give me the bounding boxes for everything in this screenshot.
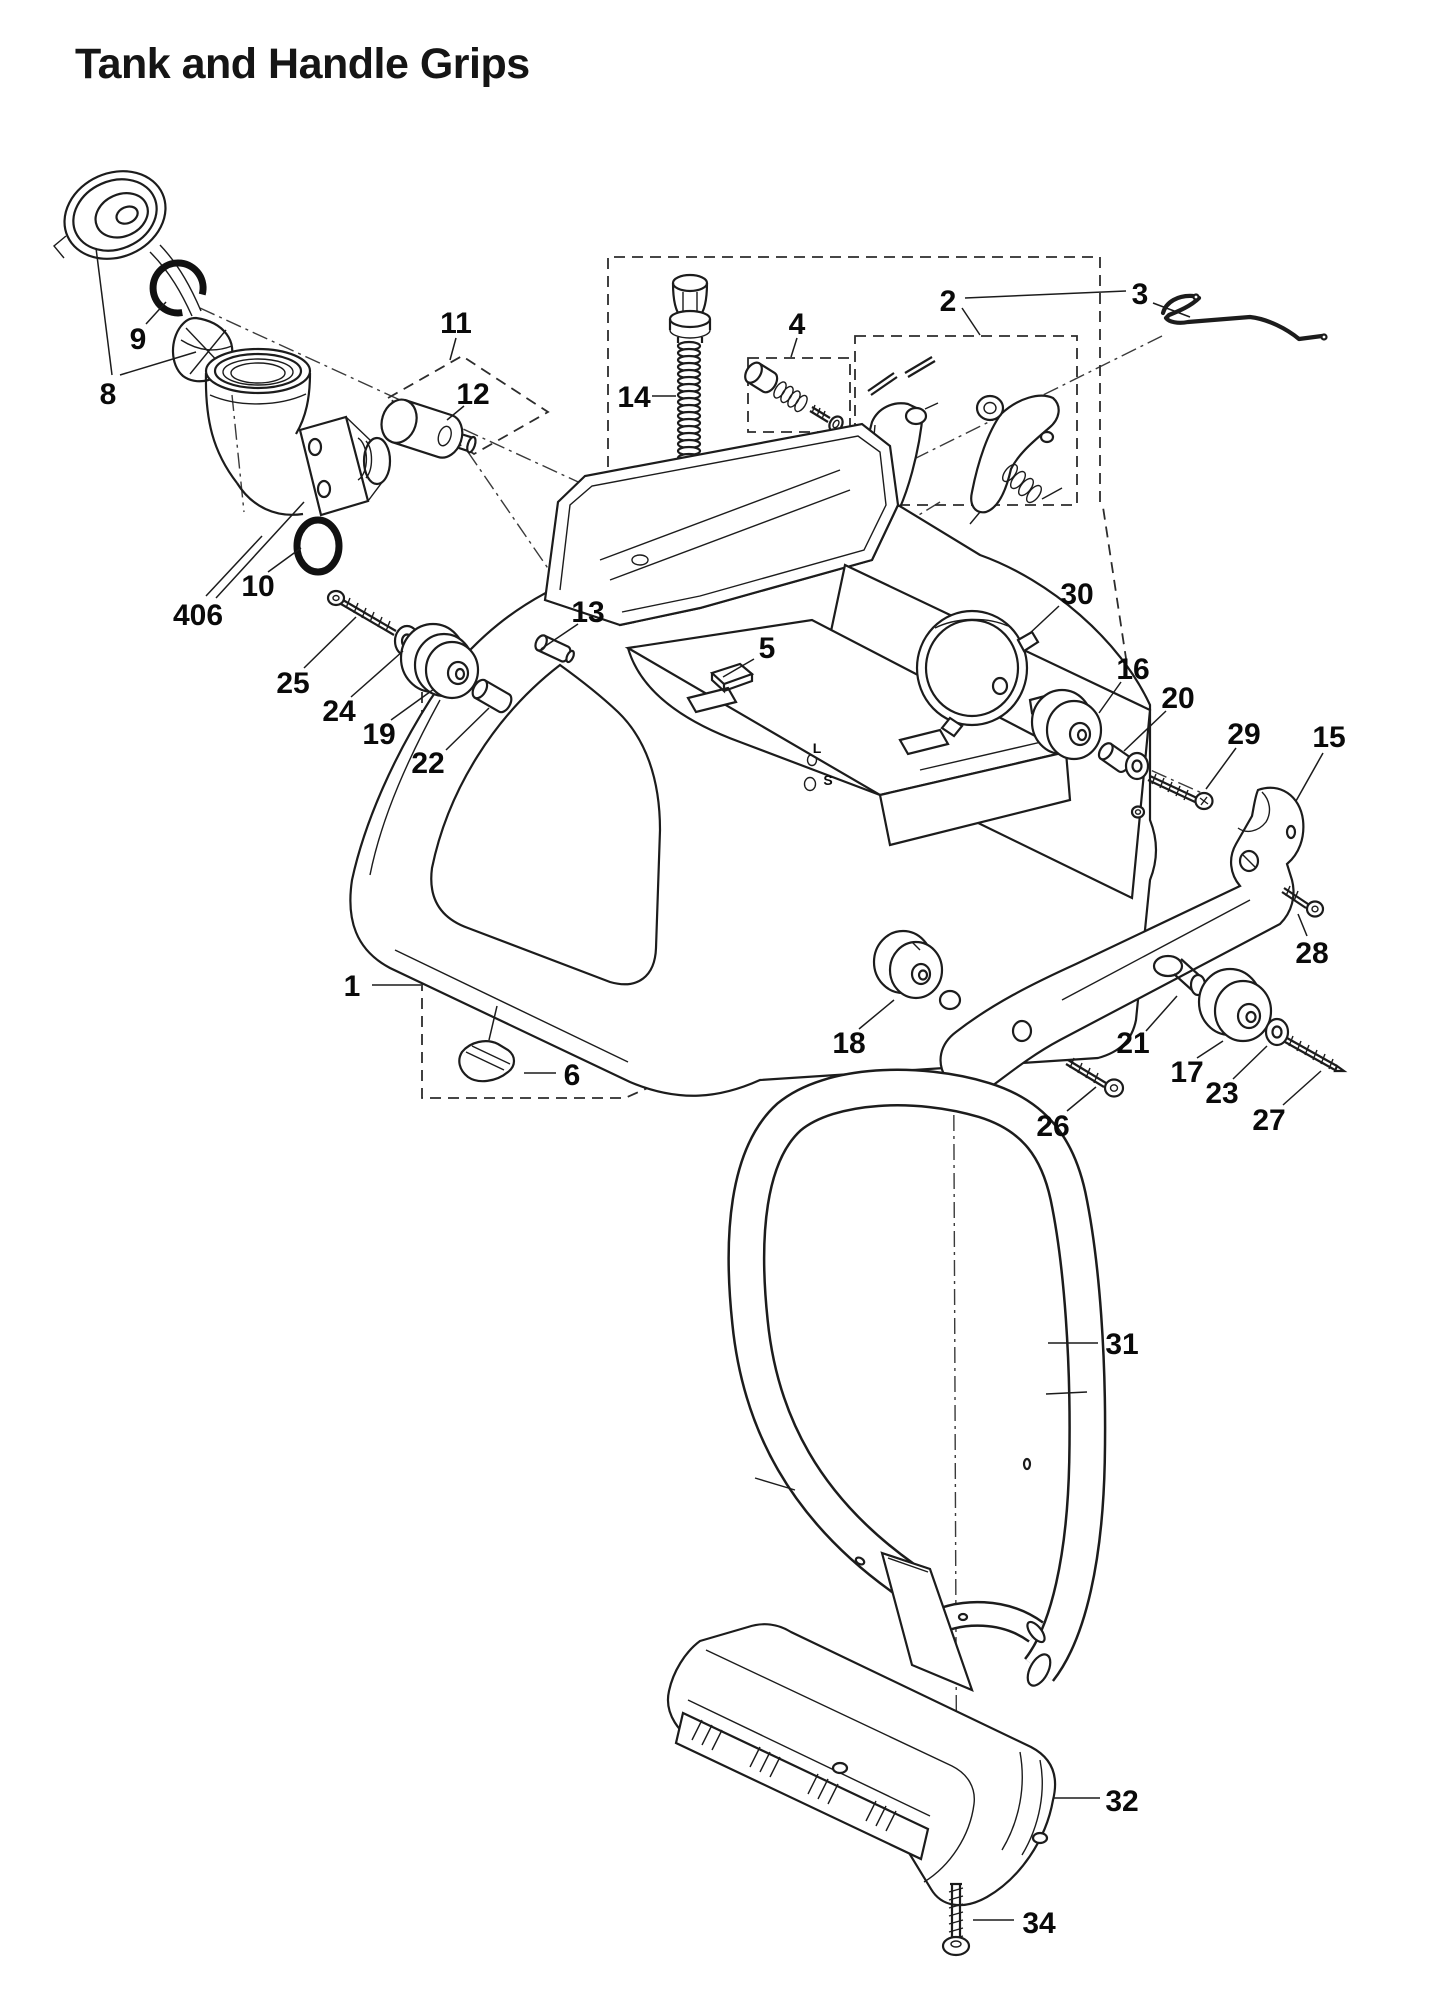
callout-20: 20 — [1161, 682, 1194, 715]
callout-27: 27 — [1252, 1104, 1285, 1137]
callout-23: 23 — [1205, 1077, 1238, 1110]
callout-22: 22 — [411, 747, 444, 780]
callout-406: 406 — [173, 599, 223, 632]
part-mark-S: S — [823, 772, 832, 788]
screw-29 — [1147, 773, 1214, 811]
screw-25 — [326, 589, 397, 636]
callout-29: 29 — [1227, 718, 1260, 751]
filler-neck-elbow — [204, 347, 392, 517]
callout-3: 3 — [1132, 278, 1149, 311]
callout-30: 30 — [1060, 578, 1093, 611]
callout-14: 14 — [617, 381, 651, 414]
valve-kit — [744, 361, 844, 433]
damper-18 — [872, 929, 944, 1000]
washer-23 — [1264, 1017, 1290, 1047]
neck-o-ring — [293, 516, 343, 576]
valve-kit-box — [747, 357, 851, 433]
callout-15: 15 — [1312, 721, 1345, 754]
callout-18: 18 — [832, 1027, 865, 1060]
throttle-trigger — [970, 394, 1060, 514]
callout-16: 16 — [1116, 653, 1149, 686]
lower-damper-set — [1065, 954, 1348, 1098]
callout-26: 26 — [1036, 1110, 1069, 1143]
parts-layer — [53, 170, 1348, 1957]
left-damper-set — [326, 589, 513, 714]
callout-28: 28 — [1295, 937, 1328, 970]
callout-17: 17 — [1170, 1056, 1203, 1089]
callout-4: 4 — [789, 308, 806, 341]
damper-19 — [399, 622, 480, 700]
callout-21: 21 — [1116, 1027, 1149, 1060]
handle-top-channel — [543, 422, 900, 627]
handle-guard — [666, 1551, 1057, 1907]
page-title: Tank and Handle Grips — [75, 40, 530, 88]
valve-spring — [773, 381, 808, 413]
guard-serrations — [691, 1719, 897, 1832]
callout-1: 1 — [344, 970, 361, 1003]
cap-o-ring — [149, 259, 207, 317]
callout-32: 32 — [1105, 1785, 1138, 1818]
cable-clip — [709, 662, 755, 694]
callout-5: 5 — [759, 632, 776, 665]
callout-10: 10 — [241, 570, 274, 603]
tank-foot — [458, 1040, 516, 1083]
callout-24: 24 — [322, 695, 356, 728]
nut-29 — [1130, 805, 1146, 819]
callout-13: 13 — [571, 596, 604, 629]
throttle-assembly-box — [854, 335, 1078, 506]
leader-lines — [95, 247, 1324, 1921]
callout-19: 19 — [362, 718, 395, 751]
grip-hole — [430, 663, 662, 986]
part-mark-L: L — [813, 740, 822, 756]
throttle-wire — [1160, 293, 1328, 342]
screw-28 — [1281, 885, 1325, 918]
screw-27 — [1284, 1035, 1348, 1073]
right-damper-set — [915, 609, 1214, 819]
fuel-filter — [380, 398, 477, 459]
screw-34 — [941, 1882, 971, 1957]
throttle-kit-box — [607, 256, 1101, 557]
sleeve-22 — [471, 678, 513, 714]
callout-34: 34 — [1022, 1907, 1056, 1940]
callout-31: 31 — [1105, 1328, 1138, 1361]
callout-6: 6 — [564, 1059, 581, 1092]
callout-2: 2 — [940, 285, 957, 318]
damper-16 — [1030, 688, 1103, 761]
callout-8: 8 — [100, 378, 117, 411]
screw-26 — [1065, 1057, 1125, 1098]
callout-25: 25 — [276, 667, 309, 700]
callout-9: 9 — [130, 323, 147, 356]
callout-11: 11 — [440, 307, 472, 340]
damper-cup-30 — [915, 609, 1049, 738]
washer-20 — [1124, 751, 1150, 781]
damper-17 — [1197, 967, 1273, 1043]
callout-12: 12 — [456, 378, 489, 411]
